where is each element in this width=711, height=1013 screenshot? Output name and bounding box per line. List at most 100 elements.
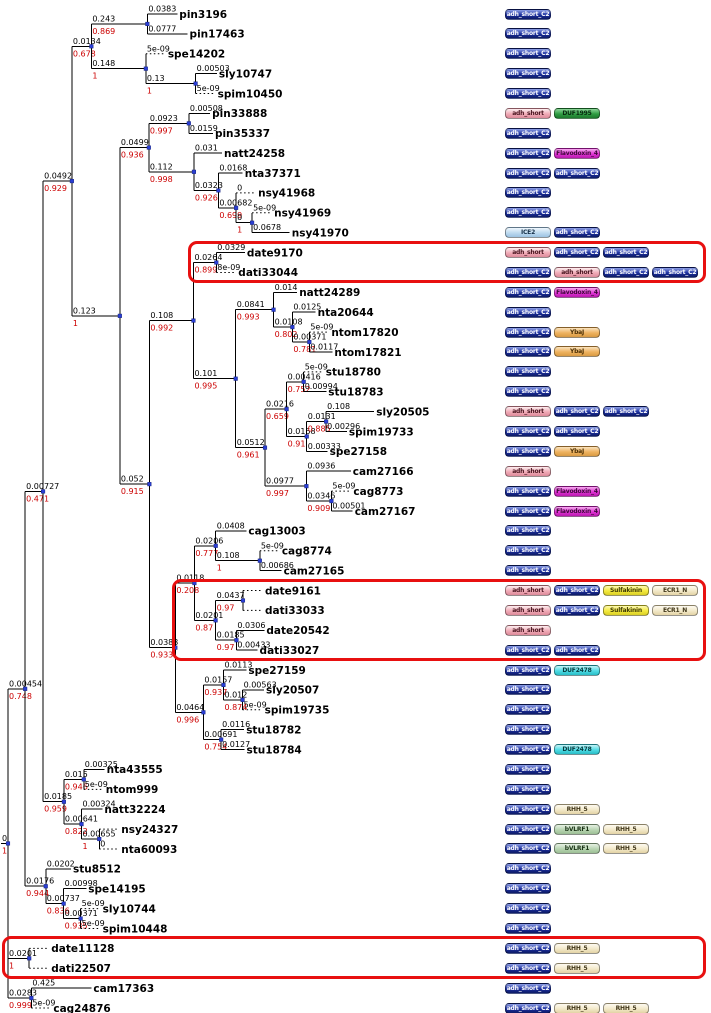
support-value-label: 0.996 <box>176 715 199 724</box>
branch-length-label: 0.123 <box>73 306 96 315</box>
branch-length-label: 0.015 <box>65 770 88 779</box>
taxon-label: spim10450 <box>218 88 283 100</box>
branch-length-label: 0.0306 <box>237 621 265 630</box>
taxon-label: pin3196 <box>179 9 227 21</box>
support-value-label: 1 <box>217 564 222 573</box>
support-value-label: 0.997 <box>266 489 289 498</box>
taxon-label: cam17363 <box>93 983 154 995</box>
support-value-label: 0.915 <box>121 487 144 496</box>
internal-node-marker <box>324 419 329 424</box>
support-value-label: 0.97 <box>217 643 235 652</box>
branch-length-label: 0.0323 <box>195 181 223 190</box>
support-value-label: 0.802 <box>275 330 298 339</box>
support-value-label: 0.87 <box>195 623 213 632</box>
internal-node-marker <box>213 618 218 623</box>
branch-length-label: 0.0408 <box>217 521 245 530</box>
branch-length-label: 0.00325 <box>85 760 118 769</box>
internal-node-marker <box>250 220 255 225</box>
domain-box-adh_short_C2: adh_short_C2 <box>505 982 551 994</box>
support-value-label: 0.935 <box>65 922 88 931</box>
support-value-label: 0.885 <box>308 425 331 434</box>
internal-node-marker <box>97 836 102 842</box>
domain-box-adh_short_C2: adh_short_C2 <box>505 565 551 577</box>
domain-box-DUF2478: DUF2478 <box>554 664 600 676</box>
domain-box-YbaJ: YbaJ <box>554 346 600 358</box>
domain-box-adh_short_C2: adh_short_C2 <box>603 247 649 259</box>
internal-node-marker <box>233 376 238 381</box>
support-value-label: 0.992 <box>150 324 173 333</box>
domain-architecture-row: adh_short_C2 <box>505 207 551 219</box>
support-value-label: 0.208 <box>176 586 199 595</box>
branch-length-label: 0.0116 <box>222 720 250 729</box>
branch-length-label: 8e-09 <box>217 263 240 272</box>
internal-node-marker <box>61 799 66 804</box>
domain-architecture-row: adh_short_C2 <box>505 684 551 696</box>
domain-box-adh_short_C2: adh_short_C2 <box>505 724 551 736</box>
domain-box-ECR1_N: ECR1_N <box>652 604 698 616</box>
internal-node-marker <box>257 558 262 563</box>
domain-box-YbaJ: YbaJ <box>554 326 600 338</box>
taxon-label: spe27159 <box>248 665 305 677</box>
taxon-label: stu18784 <box>246 744 301 756</box>
branch-length-label: 0.0185 <box>217 631 245 640</box>
branch-length-label: 0.00296 <box>327 422 360 431</box>
branch-length-label: 0.0202 <box>47 859 75 868</box>
support-value-label: 0.91 <box>288 439 306 448</box>
domain-architecture-row: adh_short_C2 <box>505 545 551 557</box>
support-value-label: 0.754 <box>204 743 227 752</box>
branch-length-label: 0.00324 <box>83 800 116 809</box>
branch-length-label: 0.00501 <box>332 502 365 511</box>
domain-box-Flavodoxin_4: Flavodoxin_4 <box>554 286 600 298</box>
support-value-label: 0.781 <box>293 345 316 354</box>
branch-length-label: 5e-09 <box>147 44 170 53</box>
domain-architecture-row: adh_short_C2 <box>505 704 551 716</box>
branch-length-label: 0.031 <box>195 144 218 153</box>
branch-length-label: 0.0512 <box>237 438 265 447</box>
domain-box-adh_short_C2: adh_short_C2 <box>505 266 551 278</box>
internal-node-marker <box>201 710 206 715</box>
internal-node-marker <box>29 996 34 1001</box>
domain-box-adh_short_C2: adh_short_C2 <box>505 644 551 656</box>
branch-length-label: 0.0127 <box>222 740 250 749</box>
branch-length-label: 0.0159 <box>190 124 218 133</box>
support-value-label: 0.869 <box>92 27 115 36</box>
domain-architecture-row: adh_short_C2 <box>505 922 551 934</box>
branch-length-label: 0.00508 <box>190 104 223 113</box>
internal-node-marker <box>191 169 196 174</box>
branch-length-label: 0.0499 <box>121 138 149 147</box>
taxon-label: nta60093 <box>121 844 177 856</box>
domain-box-adh_short_C2: adh_short_C2 <box>505 386 551 398</box>
internal-node-marker <box>304 434 309 439</box>
internal-node-marker <box>41 489 46 494</box>
domain-box-adh_short_C2: adh_short_C2 <box>603 266 649 278</box>
branch-length-label: 0.052 <box>121 475 144 484</box>
branch-length-label: 0.00433 <box>237 641 270 650</box>
taxon-label: nsy41969 <box>274 208 331 220</box>
branch-length-label: 0.00998 <box>65 879 98 888</box>
domain-box-adh_short_C2: adh_short_C2 <box>505 8 551 20</box>
taxon-label: date11128 <box>51 943 114 955</box>
internal-node-marker <box>262 445 268 450</box>
support-value-label: 0.926 <box>195 193 218 202</box>
domain-box-adh_short_C2: adh_short_C2 <box>554 425 600 437</box>
taxon-label: spe14195 <box>88 884 145 896</box>
internal-node-marker <box>27 956 32 961</box>
support-value-label: 0.822 <box>65 827 88 836</box>
branch-length-label: 5e-09 <box>82 919 105 928</box>
domain-box-adh_short_C2: adh_short_C2 <box>505 903 551 915</box>
taxon-label: sly20507 <box>266 685 319 697</box>
branch-length-label: 0.00994 <box>305 382 338 391</box>
domain-box-adh_short_C2: adh_short_C2 <box>505 803 551 815</box>
domain-box-RHH_5: RHH_5 <box>554 803 600 815</box>
branch-length-label: 0.0383 <box>150 638 178 647</box>
branch-length-label: 0.0206 <box>195 536 223 545</box>
taxon-label: cag8773 <box>353 486 403 498</box>
taxon-label: nta37371 <box>245 168 301 180</box>
